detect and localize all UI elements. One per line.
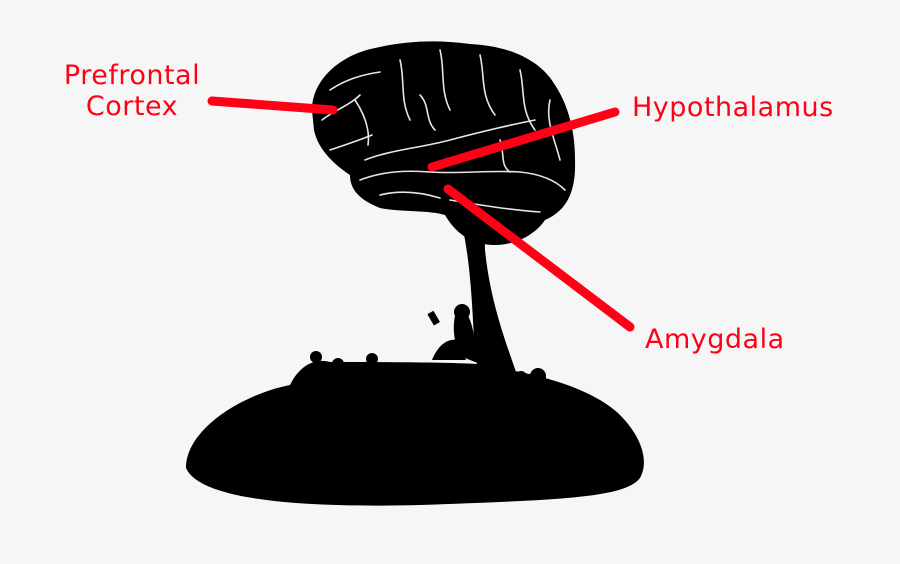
tree-trunk: [462, 220, 516, 372]
pointer-line-hypothalamus: [427, 107, 620, 172]
label-prefrontal-cortex-line2: Cortex: [85, 91, 179, 122]
reading-girl-silhouette: [427, 304, 480, 364]
ground-mound: [186, 351, 644, 506]
label-prefrontal-cortex-line1: Prefrontal: [63, 60, 201, 91]
pointer-line-amygdala: [443, 184, 635, 332]
pointer-line-prefrontal-cortex: [207, 96, 338, 115]
brain-silhouette: [312, 41, 576, 245]
pointer-lines: [207, 96, 635, 332]
label-hypothalamus: Hypothalamus: [632, 92, 834, 123]
label-amygdala: Amygdala: [645, 324, 785, 355]
label-prefrontal-cortex: Prefrontal Cortex: [50, 60, 214, 122]
